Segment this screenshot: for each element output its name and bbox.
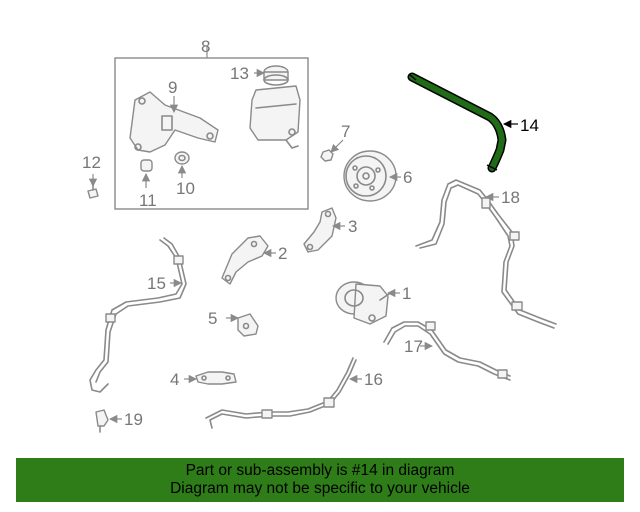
clamp-part[interactable] — [237, 313, 259, 337]
callout-9[interactable]: 9 — [168, 78, 177, 97]
return-tube-part[interactable] — [205, 357, 357, 429]
callout-18[interactable]: 18 — [501, 188, 520, 207]
callout-19[interactable]: 19 — [124, 410, 143, 429]
notice-line-1: Part or sub-assembly is #14 in diagram — [185, 462, 455, 479]
callout-3[interactable]: 3 — [348, 217, 357, 236]
callout-15[interactable]: 15 — [147, 274, 166, 293]
callout-10[interactable]: 10 — [176, 179, 195, 198]
nut-part[interactable] — [320, 149, 334, 162]
notice-banner: Part or sub-assembly is #14 in diagram D… — [16, 458, 624, 502]
callout-14[interactable]: 14 — [520, 116, 539, 135]
callout-13[interactable]: 13 — [230, 64, 249, 83]
reservoir-tank-part[interactable] — [249, 85, 301, 149]
callout-4[interactable]: 4 — [170, 370, 179, 389]
callout-12[interactable]: 12 — [82, 153, 101, 172]
return-hose-highlight-part[interactable] — [407, 72, 507, 173]
callout-6[interactable]: 6 — [403, 168, 412, 187]
callout-17[interactable]: 17 — [404, 337, 423, 356]
callout-8[interactable]: 8 — [201, 37, 210, 56]
grommet-part[interactable] — [174, 151, 190, 165]
reservoir-cap-part[interactable] — [263, 65, 289, 86]
mount-bracket-part[interactable] — [221, 235, 269, 285]
fitting-part[interactable] — [95, 409, 109, 433]
callout-7[interactable]: 7 — [341, 122, 350, 141]
callout-5[interactable]: 5 — [208, 309, 217, 328]
pressure-hose-right-part[interactable] — [415, 179, 557, 329]
cushion-part[interactable] — [140, 159, 153, 172]
callout-16[interactable]: 16 — [364, 370, 383, 389]
pump-bracket-part[interactable] — [303, 207, 337, 253]
pulley-part[interactable] — [343, 150, 397, 202]
cooler-hose-part[interactable] — [383, 321, 511, 381]
callout-2[interactable]: 2 — [278, 244, 287, 263]
hose-bracket-part[interactable] — [195, 371, 237, 385]
reservoir-group-box — [114, 46, 309, 210]
bolt-part[interactable] — [87, 184, 99, 199]
notice-line-2: Diagram may not be specific to your vehi… — [170, 480, 470, 497]
reservoir-bracket-part[interactable] — [129, 91, 219, 153]
callout-1[interactable]: 1 — [402, 284, 411, 303]
callout-11[interactable]: 11 — [139, 191, 157, 210]
power-steering-pump-part[interactable] — [335, 281, 393, 325]
pressure-hose-left-part[interactable] — [89, 237, 187, 393]
